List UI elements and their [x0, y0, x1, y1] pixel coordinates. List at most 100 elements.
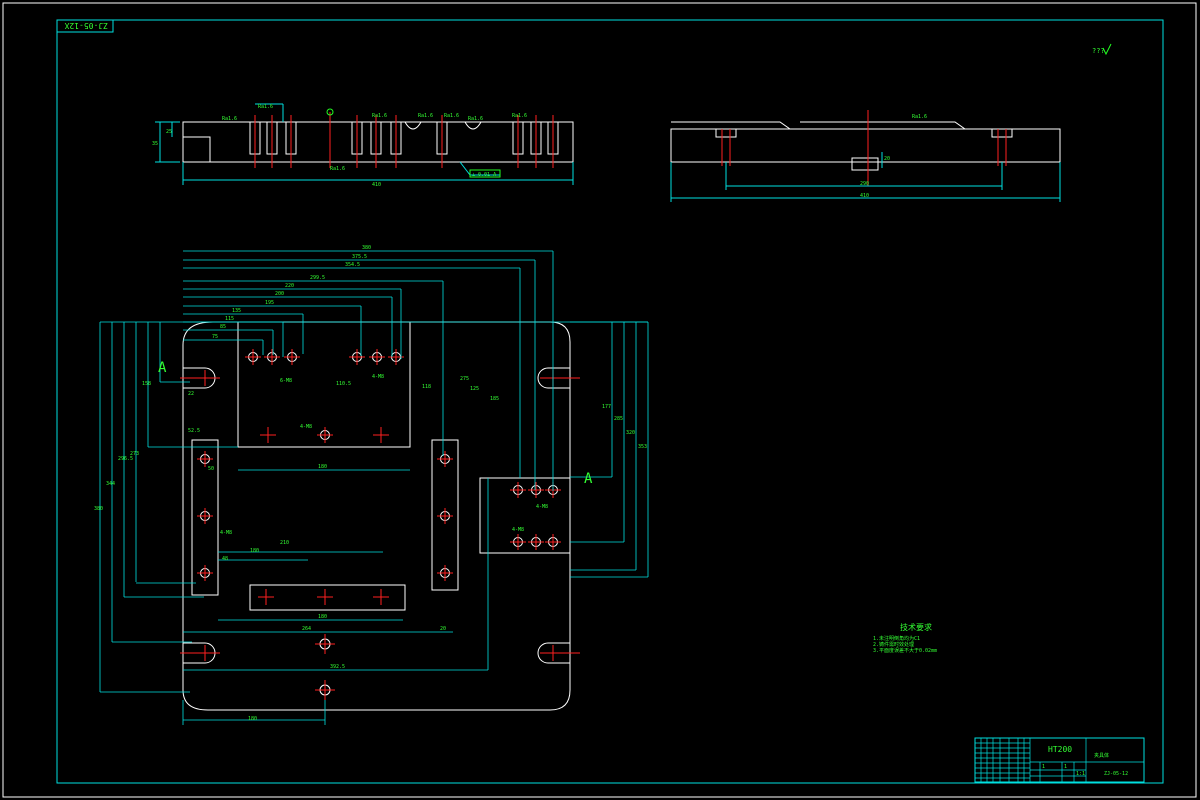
plan-view: 380 375.5 354.5 299.5 220 200 195 135 11… [94, 245, 649, 725]
svg-text:4-M8: 4-M8 [372, 374, 384, 380]
svg-text:180: 180 [318, 614, 327, 620]
svg-text:125: 125 [470, 386, 479, 392]
section-label-right: A [584, 471, 593, 487]
side-dimension-lines [670, 152, 1061, 202]
roughness-check-icon [1102, 43, 1112, 56]
svg-text:75: 75 [212, 334, 218, 340]
notes-line: 2.铸件需时效处理 [873, 641, 914, 648]
notes-line: 3.平面度误差不大于0.02mm [873, 647, 937, 654]
tolerance-frame [469, 169, 501, 178]
center-pad [431, 439, 459, 591]
dim-height-b: 25 [166, 129, 172, 135]
roughness-note: Ra1.6 [418, 113, 433, 119]
side-top-profile [671, 121, 966, 130]
left-pad [191, 439, 219, 596]
plan-dimension-lines [99, 250, 649, 725]
dim-overall-length: 410 [372, 182, 381, 188]
svg-text:273: 273 [130, 451, 139, 457]
svg-text:135: 135 [232, 308, 241, 314]
svg-text:1: 1 [1042, 764, 1045, 770]
section-centerlines [254, 112, 554, 168]
svg-text:320: 320 [626, 430, 635, 436]
svg-text:115: 115 [225, 316, 234, 322]
svg-text:1: 1 [1064, 764, 1067, 770]
notes-line: 1.未注明倒角均为C1 [873, 635, 920, 642]
drawing-code-text: ZJ-05-12X [64, 21, 108, 30]
svg-text:180: 180 [250, 548, 259, 554]
drawing-code-box [56, 19, 114, 33]
svg-text:380: 380 [94, 506, 103, 512]
svg-text:380: 380 [362, 245, 371, 251]
svg-text:354.5: 354.5 [345, 262, 360, 268]
bottom-pad [249, 584, 406, 611]
u-slot [537, 642, 570, 664]
general-roughness-symbol: ??? [1092, 47, 1105, 55]
svg-text:110.5: 110.5 [336, 381, 351, 387]
svg-text:52.5: 52.5 [188, 428, 200, 434]
roughness-note: Ra1.6 [512, 113, 527, 119]
svg-text:180: 180 [248, 716, 257, 722]
svg-text:344: 344 [106, 481, 115, 487]
title-material: HT200 [1048, 745, 1072, 754]
upper-pad [237, 321, 411, 448]
title-block: HT200 夹具体 ZJ-05-12 1 1 1:1 [974, 737, 1145, 783]
svg-text:20: 20 [440, 626, 446, 632]
svg-text:264: 264 [302, 626, 311, 632]
svg-text:177: 177 [602, 404, 611, 410]
svg-text:1:1: 1:1 [1076, 771, 1085, 777]
plan-dim-text: 380 375.5 354.5 299.5 220 200 195 135 11… [94, 245, 647, 722]
svg-text:200: 200 [275, 291, 284, 297]
notes-title: 技术要求 [900, 622, 932, 632]
svg-text:4-M8: 4-M8 [220, 530, 232, 536]
svg-text:275: 275 [460, 376, 469, 382]
side-view: 290 410 20 Ra1.6 [670, 110, 1061, 202]
side-centerlines [721, 110, 1007, 186]
svg-text:392.5: 392.5 [330, 664, 345, 670]
side-roughness-note: Ra1.6 [912, 114, 927, 120]
plate-outline [182, 321, 571, 711]
roughness-note: Ra1.6 [222, 116, 237, 122]
section-view: 410 35 25 ⟂ 0.01 A Ra1.6 Ra1.6 Ra1.6 Ra1… [152, 103, 574, 188]
svg-text:6-M8: 6-M8 [280, 378, 292, 384]
section-body [182, 121, 574, 163]
tolerance-frame-text: ⟂ 0.01 A [472, 172, 496, 178]
svg-text:210: 210 [280, 540, 289, 546]
roughness-note: Ra1.6 [258, 104, 273, 110]
datum-symbol-icon [326, 108, 334, 116]
svg-text:50: 50 [208, 466, 214, 472]
svg-text:296.5: 296.5 [118, 456, 133, 462]
roughness-note: Ra1.6 [444, 113, 459, 119]
svg-text:158: 158 [142, 381, 151, 387]
svg-text:353: 353 [638, 444, 647, 450]
technical-notes: 技术要求 1.未注明倒角均为C1 2.铸件需时效处理 3.平面度误差不大于0.0… [873, 622, 937, 654]
dim-height-a: 35 [152, 141, 158, 147]
roughness-note: Ra1.6 [372, 113, 387, 119]
section-label-left: A [158, 360, 167, 376]
svg-text:375.5: 375.5 [352, 254, 367, 260]
svg-text:220: 220 [285, 283, 294, 289]
svg-text:195: 195 [265, 300, 274, 306]
section-dimension-lines [155, 103, 574, 185]
svg-text:299.5: 299.5 [310, 275, 325, 281]
title-part-name: 夹具体 [1094, 752, 1109, 759]
svg-text:285: 285 [614, 416, 623, 422]
svg-text:118: 118 [422, 384, 431, 390]
title-drawing-number: ZJ-05-12 [1104, 771, 1128, 777]
svg-text:180: 180 [318, 464, 327, 470]
holes [180, 349, 580, 700]
drawing-frame [56, 19, 1164, 784]
u-slot [537, 367, 570, 389]
dim-side-overall: 410 [860, 193, 869, 199]
svg-text:22: 22 [188, 391, 194, 397]
svg-text:85: 85 [220, 324, 226, 330]
roughness-note: Ra1.6 [330, 166, 345, 172]
svg-text:4-M8: 4-M8 [536, 504, 548, 510]
side-body [670, 128, 1061, 163]
dim-side-inner: 290 [860, 181, 869, 187]
dim-side-step: 20 [884, 156, 890, 162]
svg-text:48: 48 [222, 556, 228, 562]
svg-text:185: 185 [490, 396, 499, 402]
svg-text:4-M8: 4-M8 [300, 424, 312, 430]
